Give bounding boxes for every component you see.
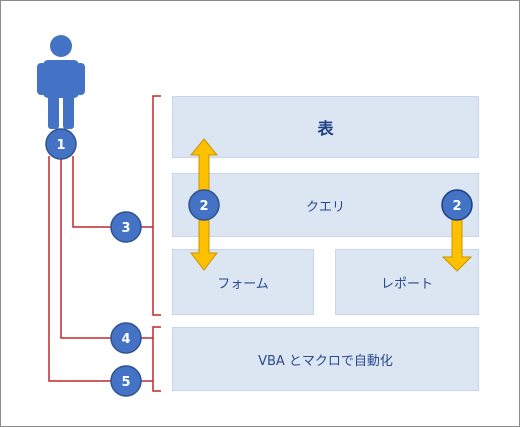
badge-4: 4 — [110, 322, 142, 354]
vba-box: VBA とマクロで自動化 — [172, 327, 479, 391]
badge-2-left-label: 2 — [199, 199, 208, 214]
badge-5: 5 — [110, 365, 142, 397]
badge-2-right-label: 2 — [452, 199, 461, 214]
badge-4-label: 4 — [121, 332, 130, 347]
table-label: 表 — [317, 119, 334, 138]
form-label: フォーム — [217, 276, 269, 292]
bracket-vba — [152, 326, 161, 392]
badge-1-label: 1 — [56, 138, 65, 153]
user-connectors — [48, 156, 153, 382]
vba-label: VBA とマクロで自動化 — [258, 353, 393, 369]
badge-3: 3 — [110, 211, 142, 243]
badge-2-left: 2 — [188, 189, 220, 221]
bracket-objects — [152, 95, 161, 316]
table-box: 表 — [172, 96, 479, 158]
query-label: クエリ — [305, 199, 345, 215]
query-box: クエリ — [172, 173, 479, 237]
report-label: レポート — [380, 276, 433, 292]
badge-1: 1 — [45, 128, 77, 160]
badge-3-label: 3 — [121, 221, 130, 236]
badge-5-label: 5 — [121, 375, 130, 390]
form-box: フォーム — [172, 249, 314, 315]
badge-2-right: 2 — [441, 189, 473, 221]
down-arrow-icon — [441, 212, 473, 272]
person-icon — [37, 35, 85, 129]
